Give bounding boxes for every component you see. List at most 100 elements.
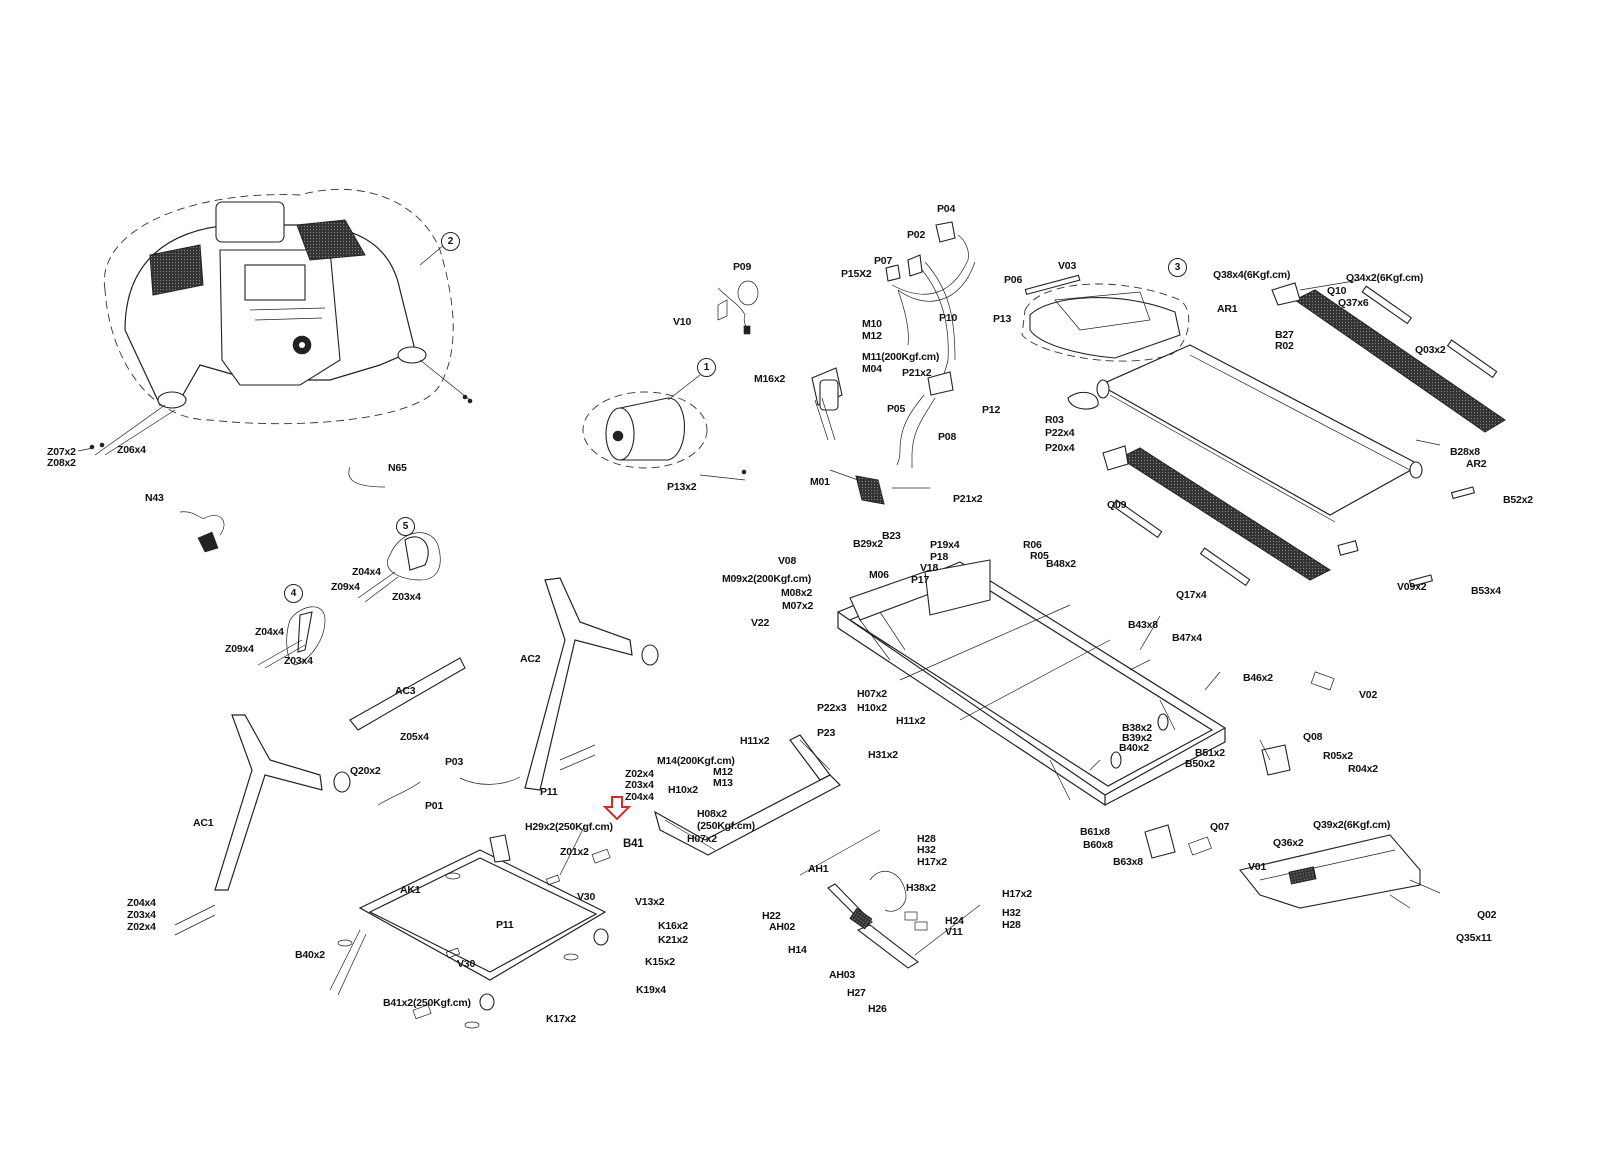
part-label: Z09x4 (225, 643, 254, 655)
part-label: P23 (817, 727, 836, 739)
part-label: V03 (1058, 260, 1077, 272)
heatsink-shape (855, 475, 885, 505)
part-label: B52x2 (1503, 494, 1533, 506)
part-label: H10x2 (668, 784, 698, 796)
part-label: P13x2 (667, 481, 697, 493)
highlight-arrow-icon (602, 796, 632, 821)
part-label: B23 (882, 530, 901, 542)
part-label: Q10 (1327, 285, 1347, 297)
part-label: B41x2(250Kgf.cm) (383, 997, 471, 1009)
part-label: K19x4 (636, 984, 666, 996)
part-label: Z04x4 (255, 626, 284, 638)
part-label: Z05x4 (400, 731, 429, 743)
motor-cover (1021, 274, 1190, 362)
part-label: Q34x2(6Kgf.cm) (1346, 272, 1424, 284)
part-label: B47x4 (1172, 632, 1202, 644)
power-cord (717, 280, 759, 335)
part-label: V08 (778, 555, 797, 567)
part-label: Z02x4 (127, 921, 156, 933)
part-label: Z07x2 (47, 446, 76, 458)
part-label: Z04x4 (352, 566, 381, 578)
part-label: B27 (1275, 329, 1294, 341)
part-label: R05x2 (1323, 750, 1353, 762)
part-label: Q02 (1477, 909, 1497, 921)
part-label: H07x2 (687, 833, 717, 845)
part-label: B61x8 (1080, 826, 1110, 838)
part-label: H27 (847, 987, 866, 999)
part-label: AH02 (769, 921, 796, 933)
part-label: H32 (1002, 907, 1021, 919)
part-label: M04 (862, 363, 882, 375)
part-label: K21x2 (658, 934, 688, 946)
part-label: M06 (869, 569, 889, 581)
part-label: H11x2 (740, 735, 770, 747)
part-label: H10x2 (857, 702, 887, 714)
part-label: M09x2(200Kgf.cm) (722, 573, 812, 585)
part-label: M11(200Kgf.cm) (862, 351, 940, 363)
part-label: R04x2 (1348, 763, 1378, 775)
part-label: V10 (673, 316, 692, 328)
part-label: Q08 (1303, 731, 1323, 743)
part-label: Z03x4 (127, 909, 156, 921)
part-label: V02 (1359, 689, 1378, 701)
part-label: AK1 (400, 884, 421, 896)
part-label: B50x2 (1185, 758, 1215, 770)
part-label: H22 (762, 910, 781, 922)
part-label: AR1 (1217, 303, 1238, 315)
part-label: V30 (457, 958, 476, 970)
part-label: K15x2 (645, 956, 675, 968)
part-label: Q37x6 (1338, 297, 1369, 309)
part-label: H26 (868, 1003, 887, 1015)
part-label: M07x2 (782, 600, 814, 612)
part-label: P18 (930, 551, 949, 563)
part-label: M12 (713, 766, 733, 778)
part-label: V11 (945, 926, 963, 938)
part-label: Q38x4(6Kgf.cm) (1213, 269, 1291, 281)
part-label: P22x4 (1045, 427, 1075, 439)
part-label: B40x2 (1119, 742, 1149, 754)
incline-frame (654, 734, 841, 856)
part-label: Q39x2(6Kgf.cm) (1313, 819, 1391, 831)
part-label: M12 (862, 330, 882, 342)
part-label: Z09x4 (331, 581, 360, 593)
part-label: H28 (917, 833, 936, 845)
upright-frames (174, 577, 659, 936)
part-label: N65 (388, 462, 407, 474)
part-label: H07x2 (857, 688, 887, 700)
part-label: H31x2 (868, 749, 898, 761)
part-label: P19x4 (930, 539, 960, 551)
part-label: V30 (577, 891, 596, 903)
part-label: V09x2 (1397, 581, 1427, 593)
part-label: (250Kgf.cm) (697, 820, 755, 832)
part-label: Q36x2 (1273, 837, 1304, 849)
base-frame (329, 824, 611, 1029)
part-label: AC2 (520, 653, 541, 665)
part-label: Q07 (1210, 821, 1230, 833)
part-label: M01 (810, 476, 830, 488)
part-label: H17x2 (917, 856, 947, 868)
running-deck (1067, 282, 1506, 588)
part-label: K16x2 (658, 920, 688, 932)
part-label: Z03x4 (625, 779, 654, 791)
part-label: H24 (945, 915, 964, 927)
part-label: P21x2 (902, 367, 932, 379)
part-label: P04 (937, 203, 956, 215)
rear-parts (1144, 671, 1421, 909)
part-label: M16x2 (754, 373, 786, 385)
part-label: V01 (1248, 861, 1267, 873)
part-label: V13x2 (635, 896, 665, 908)
part-label: AR2 (1466, 458, 1487, 470)
part-label: P22x3 (817, 702, 847, 714)
part-label: Z03x4 (392, 591, 421, 603)
part-label: P05 (887, 403, 906, 415)
main-frame (836, 559, 1227, 807)
part-label: Z04x4 (127, 897, 156, 909)
part-label: B48x2 (1046, 558, 1076, 570)
part-label: P13 (993, 313, 1012, 325)
part-label: P09 (733, 261, 752, 273)
part-label: M14(200Kgf.cm) (657, 755, 735, 767)
part-label: P08 (938, 431, 957, 443)
part-label: M08x2 (781, 587, 813, 599)
part-label: M13 (713, 777, 733, 789)
